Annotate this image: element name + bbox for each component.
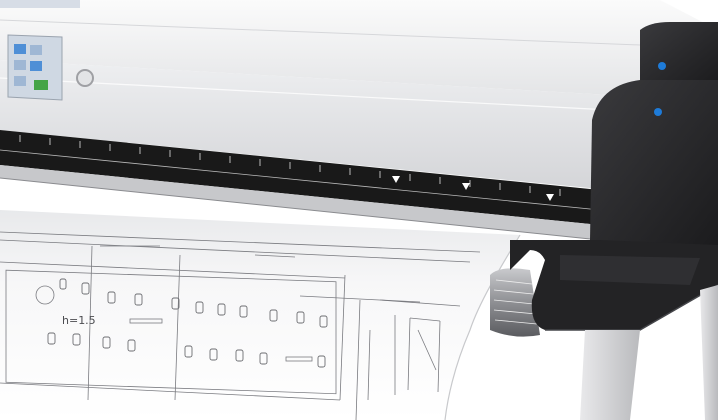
measuring-ruler <box>0 130 600 225</box>
round-button[interactable] <box>76 69 94 87</box>
power-icon[interactable] <box>658 62 666 70</box>
technical-drawing <box>0 231 481 420</box>
paper-sheet <box>0 210 521 420</box>
feed-tray <box>510 240 718 331</box>
drawing-symbols <box>47 278 328 368</box>
ruler-markers <box>392 176 554 201</box>
stand <box>580 285 718 420</box>
drawing-formula: h=1.5 <box>62 314 96 327</box>
ruler-ticks <box>19 135 561 196</box>
touchscreen-panel[interactable] <box>7 34 63 101</box>
lower-end-cap <box>590 80 718 250</box>
upper-end-cap <box>640 22 718 85</box>
power-icon-lower[interactable] <box>654 108 662 116</box>
feed-roller <box>490 268 540 337</box>
scanner-body <box>0 0 718 241</box>
top-left-controls <box>0 0 80 8</box>
